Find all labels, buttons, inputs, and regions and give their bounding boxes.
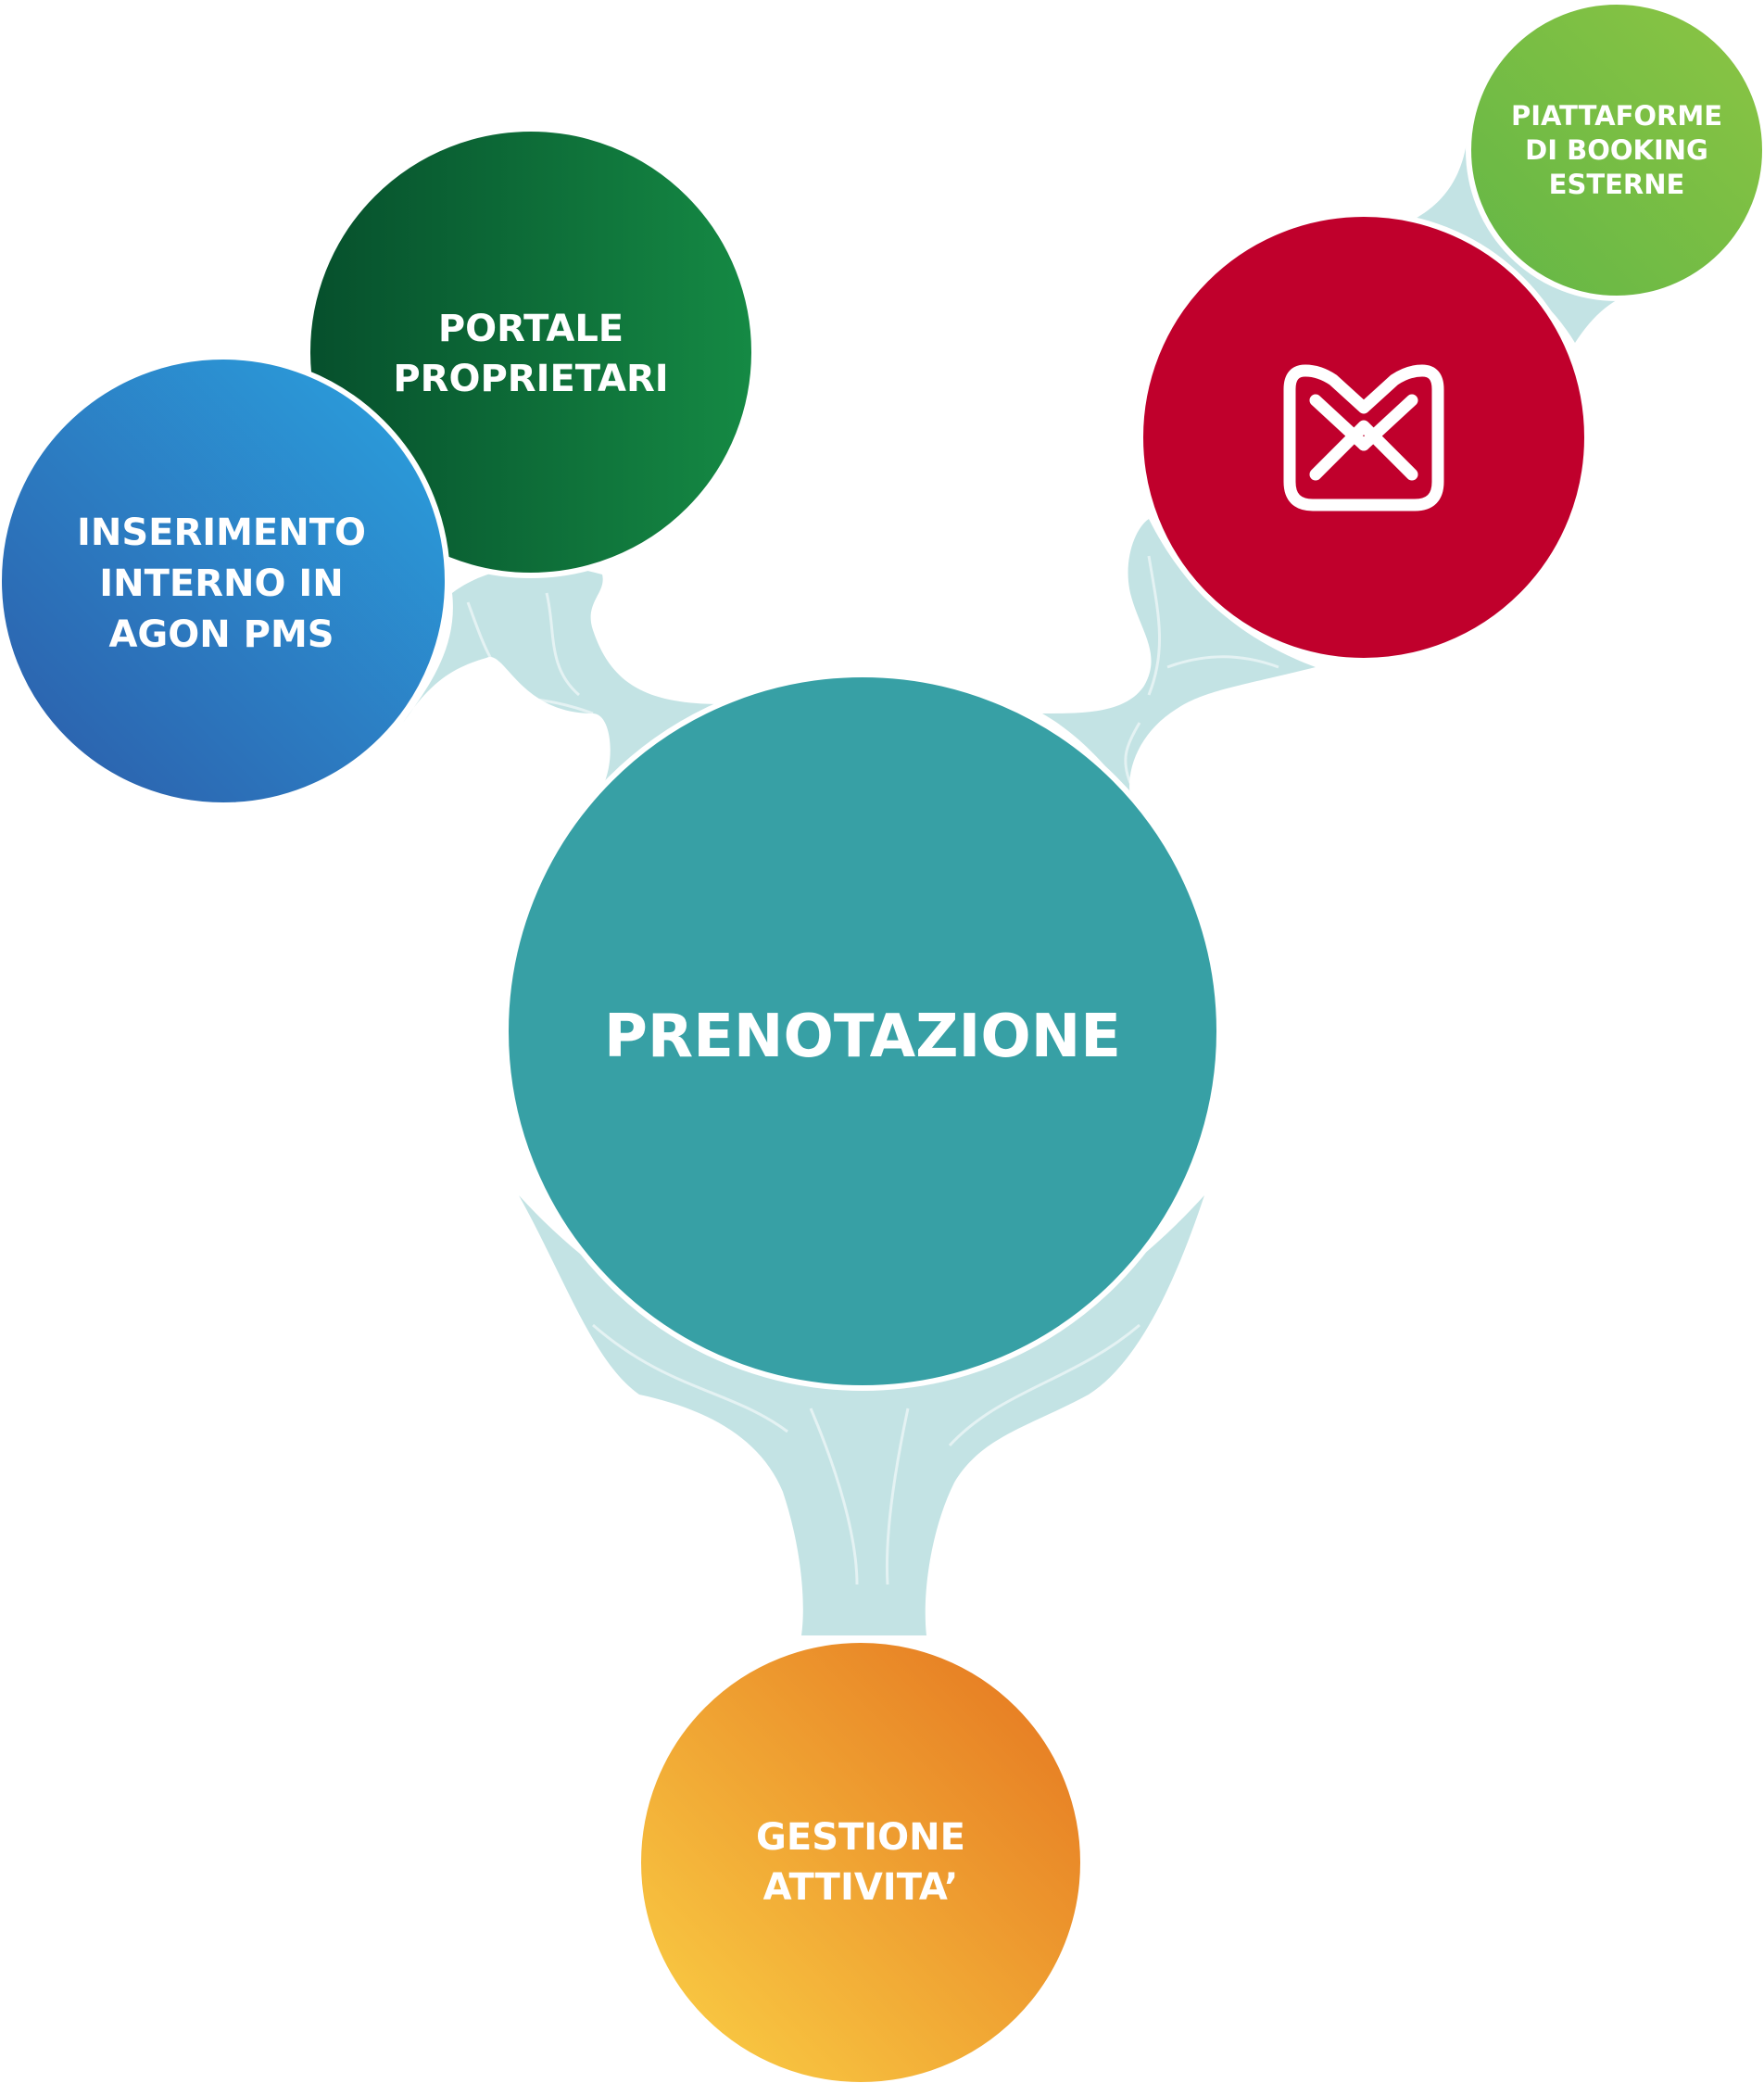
internal-line-2: INTERNO IN	[99, 562, 344, 605]
node-owners-portal: PORTALE PROPRIETARI	[305, 126, 757, 578]
connector-bottom	[519, 1195, 1204, 1635]
external-line-2: DI BOOKING	[1525, 134, 1708, 166]
node-activities: GESTIONE ATTIVITA’	[636, 1637, 1086, 2083]
node-internal-insertion: INSERIMENTO INTERNO IN AGON PMS	[0, 354, 450, 808]
node-center: PRENOTAZIONE	[503, 672, 1222, 1391]
external-line-1: PIATTAFORME	[1511, 100, 1722, 132]
node-mail	[1138, 211, 1590, 663]
external-line-3: ESTERNE	[1549, 169, 1685, 200]
connector-top-right	[1042, 519, 1316, 797]
activities-line-2: ATTIVITA’	[763, 1866, 959, 1909]
activities-line-1: GESTIONE	[756, 1816, 965, 1859]
node-external-booking: PIATTAFORME DI BOOKING ESTERNE	[1466, 0, 1764, 301]
owners-portal-line-1: PORTALE	[438, 308, 624, 350]
owners-portal-line-2: PROPRIETARI	[393, 358, 668, 400]
center-label: PRENOTAZIONE	[604, 1003, 1121, 1071]
envelope-icon	[1283, 364, 1444, 511]
internal-line-3: AGON PMS	[108, 613, 334, 656]
internal-line-1: INSERIMENTO	[77, 511, 366, 554]
